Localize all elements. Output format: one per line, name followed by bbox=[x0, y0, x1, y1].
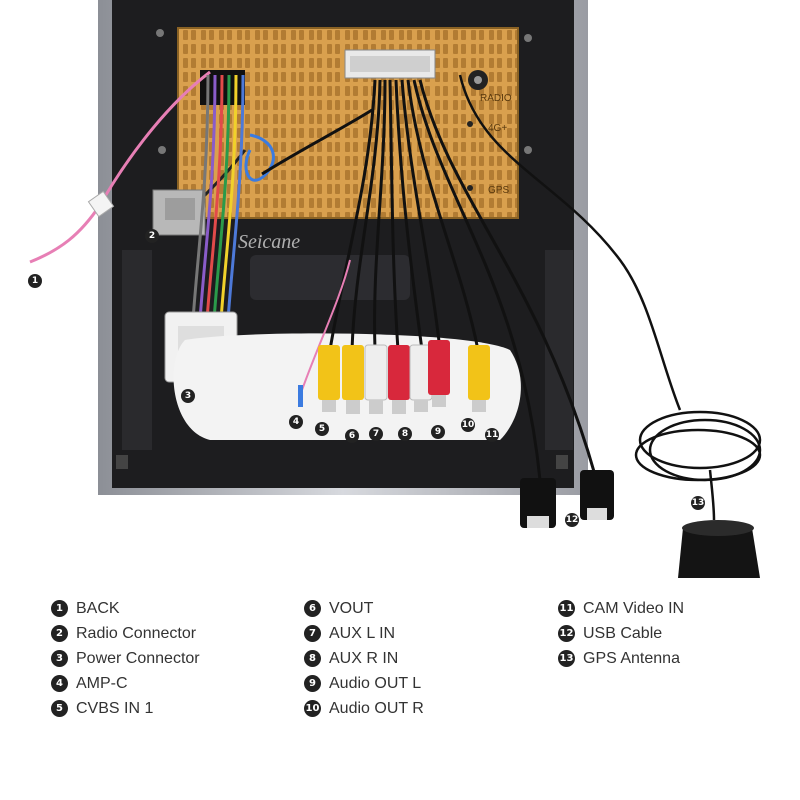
legend-item: 5 CVBS IN 1 bbox=[51, 696, 200, 721]
legend-label: Radio Connector bbox=[76, 624, 197, 642]
marker-4: 4 bbox=[289, 415, 303, 429]
legend-item: 9 Audio OUT L bbox=[304, 671, 424, 696]
rca-cvbs-in bbox=[318, 345, 340, 412]
marker-6: 6 bbox=[345, 429, 359, 443]
marker-10: 10 bbox=[461, 418, 475, 432]
rca-vout bbox=[342, 345, 364, 414]
rca-cam-video-in bbox=[468, 345, 490, 412]
legend-label: USB Cable bbox=[583, 624, 663, 642]
legend-number: 7 bbox=[304, 625, 321, 642]
marker-8: 8 bbox=[398, 427, 412, 441]
legend-column-2: 6 VOUT 7 AUX L IN 8 AUX R IN 9 Audio OUT L 1… bbox=[304, 596, 424, 721]
fourg-label: 4G+ bbox=[488, 123, 507, 134]
rca-aux-l bbox=[364, 344, 388, 414]
legend-number: 8 bbox=[304, 650, 321, 667]
legend-label: AUX L IN bbox=[329, 624, 396, 642]
marker-3: 3 bbox=[181, 389, 195, 403]
legend-item: 6 VOUT bbox=[304, 596, 424, 621]
legend-item: 2 Radio Connector bbox=[51, 621, 200, 646]
legend-number: 10 bbox=[304, 700, 321, 717]
marker-5: 5 bbox=[315, 422, 329, 436]
back-wire bbox=[29, 70, 211, 264]
legend-label: CAM Video IN bbox=[583, 599, 685, 617]
legend-column-3: 11 CAM Video IN 12 USB Cable 13 GPS Antenna bbox=[558, 596, 684, 671]
rca-audio-out-r bbox=[428, 340, 450, 407]
legend-item: 1 BACK bbox=[51, 596, 200, 621]
gps-antenna bbox=[634, 410, 762, 578]
legend-number: 12 bbox=[558, 625, 575, 642]
legend-label: AUX R IN bbox=[329, 649, 399, 667]
legend-number: 13 bbox=[558, 650, 575, 667]
legend-label: BACK bbox=[76, 599, 120, 617]
amp-wire-tip bbox=[298, 385, 303, 407]
marker-1: 1 bbox=[28, 274, 42, 288]
radio-label: RADIO bbox=[480, 93, 512, 104]
usb-cables bbox=[520, 470, 614, 528]
legend-label: VOUT bbox=[329, 599, 374, 617]
legend-number: 2 bbox=[51, 625, 68, 642]
legend-number: 6 bbox=[304, 600, 321, 617]
legend-item: 12 USB Cable bbox=[558, 621, 684, 646]
legend-number: 4 bbox=[51, 675, 68, 692]
legend-label: CVBS IN 1 bbox=[76, 699, 154, 717]
marker-9: 9 bbox=[431, 425, 445, 439]
legend-label: Audio OUT L bbox=[329, 674, 422, 692]
marker-2: 2 bbox=[145, 229, 159, 243]
legend-label: AMP-C bbox=[76, 674, 128, 692]
legend-item: 4 AMP-C bbox=[51, 671, 200, 696]
gps-port-label: GPS bbox=[488, 185, 509, 196]
marker-12: 12 bbox=[565, 513, 579, 527]
marker-7: 7 bbox=[369, 427, 383, 441]
legend-item: 13 GPS Antenna bbox=[558, 646, 684, 671]
marker-11: 11 bbox=[485, 428, 499, 442]
legend-number: 1 bbox=[51, 600, 68, 617]
legend-label: Audio OUT R bbox=[329, 699, 424, 717]
legend-number: 5 bbox=[51, 700, 68, 717]
legend-item: 10 Audio OUT R bbox=[304, 696, 424, 721]
legend-number: 11 bbox=[558, 600, 575, 617]
legend-item: 7 AUX L IN bbox=[304, 621, 424, 646]
legend-label: Power Connector bbox=[76, 649, 200, 667]
rca-plugs bbox=[318, 340, 490, 414]
amp-wire bbox=[301, 259, 351, 391]
head-unit-wiring-photo: RADIO 4G+ GPS Seicane bbox=[29, 0, 762, 578]
cable-bundle bbox=[261, 74, 682, 481]
legend-item: 8 AUX R IN bbox=[304, 646, 424, 671]
legend-item: 11 CAM Video IN bbox=[558, 596, 684, 621]
legend-item: 3 Power Connector bbox=[51, 646, 200, 671]
power-harness bbox=[191, 74, 275, 321]
legend-number: 3 bbox=[51, 650, 68, 667]
marker-13: 13 bbox=[691, 496, 705, 510]
legend-number: 9 bbox=[304, 675, 321, 692]
legend-label: GPS Antenna bbox=[583, 649, 680, 667]
brand-watermark: Seicane bbox=[238, 231, 300, 253]
rca-aux-r bbox=[388, 345, 410, 414]
